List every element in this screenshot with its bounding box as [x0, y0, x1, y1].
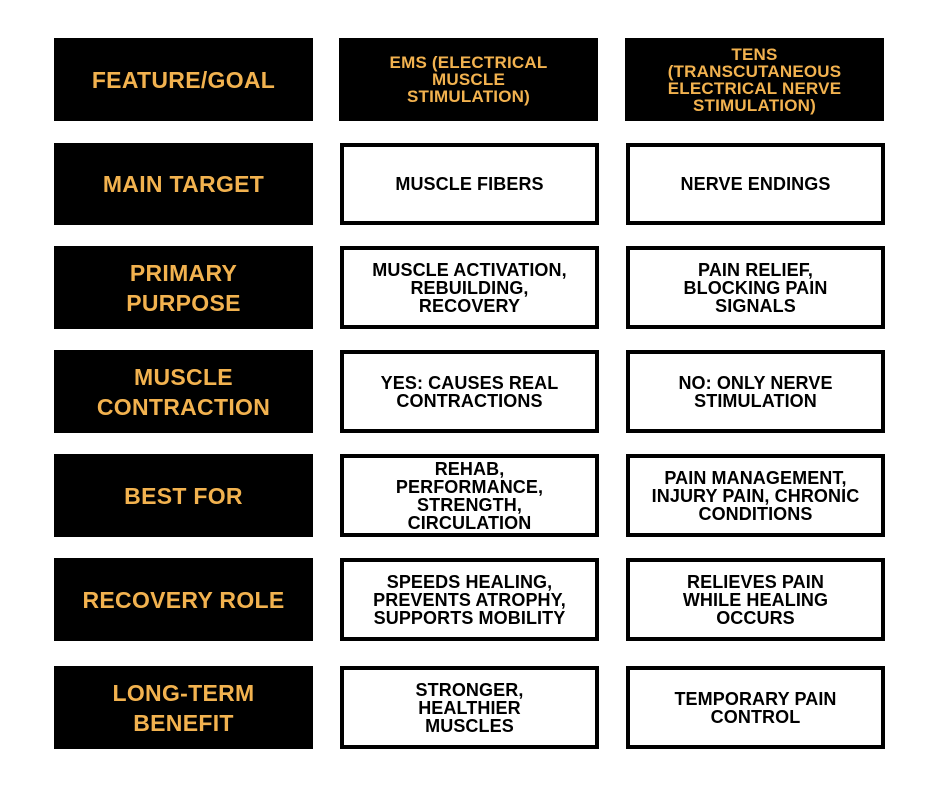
row-tens-long-term-benefit: TEMPORARY PAIN CONTROL — [626, 666, 885, 749]
row-ems-muscle-contraction: YES: CAUSES REAL CONTRACTIONS — [340, 350, 599, 433]
row-label-text: BEST FOR — [124, 482, 243, 509]
row-label-recovery-role: RECOVERY ROLE — [54, 558, 313, 641]
row-tens-best-for: PAIN MANAGEMENT, INJURY PAIN, CHRONIC CO… — [626, 454, 885, 537]
row-tens-text: PAIN RELIEF, BLOCKING PAIN SIGNALS — [683, 259, 828, 316]
row-ems-long-term-benefit: STRONGER, HEALTHIER MUSCLES — [340, 666, 599, 749]
row-ems-text: SPEEDS HEALING, PREVENTS ATROPHY, SUPPOR… — [373, 571, 566, 628]
row-tens-primary-purpose: PAIN RELIEF, BLOCKING PAIN SIGNALS — [626, 246, 885, 329]
row-ems-text: STRONGER, HEALTHIER MUSCLES — [415, 679, 524, 736]
row-label-text: MAIN TARGET — [102, 171, 265, 197]
row-label-text: RECOVERY ROLE — [82, 586, 285, 613]
row-ems-best-for: REHAB, PERFORMANCE, STRENGTH, CIRCULATIO… — [340, 454, 599, 537]
header-feature-label: FEATURE/GOAL — [91, 66, 276, 93]
row-tens-text: NO: ONLY NERVE STIMULATION — [678, 372, 833, 411]
row-ems-text: MUSCLE FIBERS — [395, 174, 544, 194]
row-label-text: PRIMARY PURPOSE — [126, 259, 241, 316]
header-ems-cell: EMS (ELECTRICAL MUSCLE STIMULATION) — [339, 38, 598, 121]
row-label-muscle-contraction: MUSCLE CONTRACTION — [54, 350, 313, 433]
row-ems-text: YES: CAUSES REAL CONTRACTIONS — [380, 372, 559, 411]
row-tens-recovery-role: RELIEVES PAIN WHILE HEALING OCCURS — [626, 558, 885, 641]
header-feature-cell: FEATURE/GOAL — [54, 38, 313, 121]
row-ems-main-target: MUSCLE FIBERS — [340, 143, 599, 225]
row-tens-text: RELIEVES PAIN WHILE HEALING OCCURS — [682, 571, 829, 628]
row-ems-text: MUSCLE ACTIVATION, REBUILDING, RECOVERY — [372, 259, 567, 316]
header-ems-label: EMS (ELECTRICAL MUSCLE STIMULATION) — [389, 53, 548, 106]
row-ems-primary-purpose: MUSCLE ACTIVATION, REBUILDING, RECOVERY — [340, 246, 599, 329]
row-tens-main-target: NERVE ENDINGS — [626, 143, 885, 225]
row-tens-muscle-contraction: NO: ONLY NERVE STIMULATION — [626, 350, 885, 433]
row-tens-text: TEMPORARY PAIN CONTROL — [674, 688, 837, 727]
row-label-main-target: MAIN TARGET — [54, 143, 313, 225]
row-label-primary-purpose: PRIMARY PURPOSE — [54, 246, 313, 329]
row-label-text: LONG-TERM BENEFIT — [112, 679, 255, 736]
header-tens-cell: TENS (TRANSCUTANEOUS ELECTRICAL NERVE ST… — [625, 38, 884, 121]
row-label-best-for: BEST FOR — [54, 454, 313, 537]
row-tens-text: NERVE ENDINGS — [680, 174, 831, 194]
row-label-text: MUSCLE CONTRACTION — [96, 363, 271, 420]
row-label-long-term-benefit: LONG-TERM BENEFIT — [54, 666, 313, 749]
row-ems-text: REHAB, PERFORMANCE, STRENGTH, CIRCULATIO… — [395, 458, 544, 533]
row-ems-recovery-role: SPEEDS HEALING, PREVENTS ATROPHY, SUPPOR… — [340, 558, 599, 641]
header-tens-label: TENS (TRANSCUTANEOUS ELECTRICAL NERVE ST… — [667, 44, 842, 115]
row-tens-text: PAIN MANAGEMENT, INJURY PAIN, CHRONIC CO… — [651, 467, 860, 524]
